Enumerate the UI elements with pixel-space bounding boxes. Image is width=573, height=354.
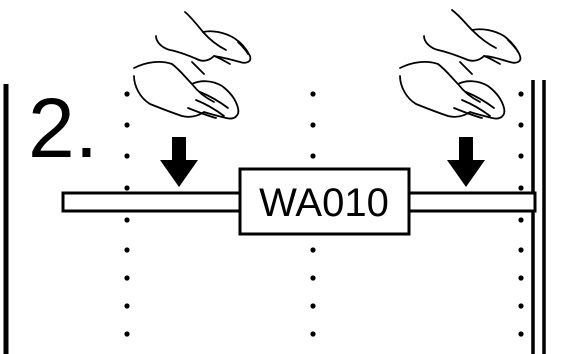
dotted-guide-left [124,91,130,337]
part-label-box [238,167,411,236]
step-number: 2. [28,81,98,175]
hand-icon-left [133,11,252,120]
hand-icon-right [399,9,522,120]
dotted-guide-right [518,91,524,337]
down-arrow-icon-right [447,137,485,187]
part-code: WA010 [259,181,389,225]
down-arrow-icon-left [160,137,198,187]
dotted-guide-center [310,91,316,337]
